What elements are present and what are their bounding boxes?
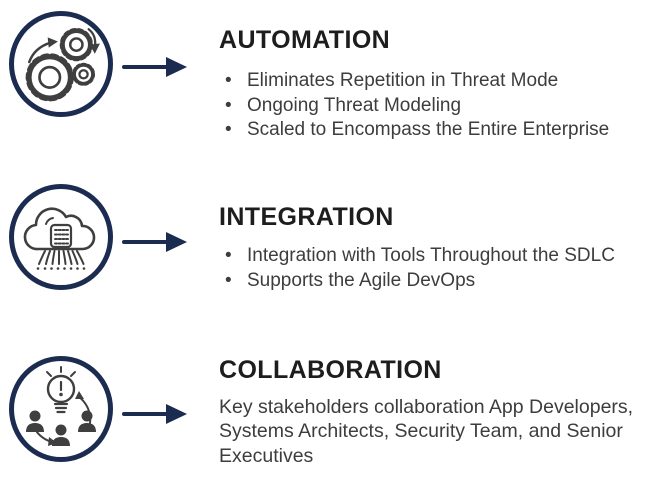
integration-bullet-list: Integration with Tools Throughout the SD… [219, 244, 653, 293]
paragraph-line: Key stakeholders collaboration App Devel… [219, 396, 634, 418]
integration-title: INTEGRATION [219, 203, 394, 231]
bullet-item: Ongoing Threat Modeling [219, 94, 653, 119]
arrow-shaft [122, 65, 168, 69]
integration-circle-badge [9, 184, 113, 290]
bullet-item: Integration with Tools Throughout the SD… [219, 244, 653, 269]
arrow-head-icon [166, 404, 187, 424]
bullet-item: Supports the Agile DevOps [219, 269, 653, 294]
automation-bullet-list: Eliminates Repetition in Threat Mode Ong… [219, 69, 653, 143]
bullet-item: Scaled to Encompass the Entire Enterpris… [219, 118, 653, 143]
arrow-head-icon [166, 57, 187, 77]
collaboration-title: COLLABORATION [219, 356, 442, 384]
paragraph-line: Executives [219, 444, 314, 467]
automation-circle-badge [9, 11, 113, 117]
arrow-shaft [122, 240, 168, 244]
automation-title: AUTOMATION [219, 26, 391, 54]
cloud-sdlc-icon [21, 193, 101, 282]
arrow-head-icon [166, 232, 187, 252]
gears-icon [21, 20, 101, 109]
bullet-item: Eliminates Repetition in Threat Mode [219, 69, 653, 94]
collaboration-circle-badge [9, 356, 113, 462]
paragraph-line: Systems Architects, Security Team, and S… [219, 420, 623, 443]
collaboration-paragraph: Key stakeholders collaboration App Devel… [219, 395, 653, 468]
arrow-shaft [122, 412, 168, 416]
collaboration-icon [19, 363, 103, 456]
